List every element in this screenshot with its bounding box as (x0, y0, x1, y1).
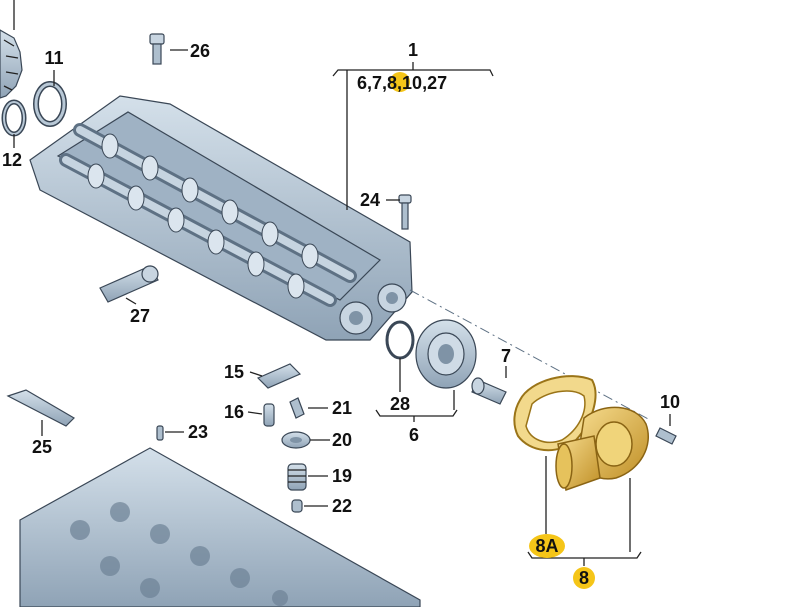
spring-retainer-20 (281, 431, 311, 449)
highlight-marker-8 (573, 567, 595, 589)
label-16[interactable]: 16 (224, 402, 244, 422)
label-7[interactable]: 7 (501, 346, 511, 366)
label-24[interactable]: 24 (360, 190, 380, 210)
valve-spring-19 (287, 463, 307, 491)
collet-21 (289, 397, 305, 419)
label-1-items: 6,7,8,10,27 (357, 73, 447, 93)
valve-seal-22 (291, 499, 303, 513)
label-11[interactable]: 11 (44, 48, 63, 68)
label-6[interactable]: 6 (409, 425, 419, 445)
seal-ring-12 (1, 99, 27, 137)
label-22[interactable]: 22 (332, 496, 352, 516)
bolt-10 (655, 427, 677, 445)
tool-25 (6, 389, 75, 427)
label-28[interactable]: 28 (390, 394, 410, 414)
o-ring-28 (385, 320, 415, 360)
seal-ring-11 (33, 81, 67, 127)
label-12[interactable]: 12 (2, 150, 22, 170)
timing-gear-partial (0, 29, 23, 99)
highlight-marker-8a (529, 534, 565, 558)
central-bolt-7 (471, 377, 507, 405)
label-25[interactable]: 25 (32, 437, 52, 457)
label-15[interactable]: 15 (224, 362, 244, 382)
label-1[interactable]: 1 (408, 40, 418, 60)
rocker-15 (256, 363, 302, 389)
label-8[interactable]: 8 (579, 568, 589, 588)
label-27[interactable]: 27 (130, 306, 150, 326)
bolt-24 (398, 194, 412, 230)
label-19[interactable]: 19 (332, 466, 352, 486)
lifter-16 (263, 403, 275, 427)
label-20[interactable]: 20 (332, 430, 352, 450)
label-8a[interactable]: 8A (535, 536, 558, 556)
sensor-27 (99, 265, 159, 303)
label-23[interactable]: 23 (188, 422, 208, 442)
label-1-items-b[interactable]: 8 (387, 73, 397, 93)
camshaft-housing (29, 95, 413, 341)
label-1-items-c: ,10,27 (397, 73, 447, 93)
label-10[interactable]: 10 (660, 392, 680, 412)
label-1-items-a: 6,7, (357, 73, 387, 93)
highlight-marker-8-in-list (390, 72, 410, 92)
leader-lines (13, 49, 671, 566)
gasket (513, 375, 597, 452)
guide-23 (156, 425, 164, 441)
label-26[interactable]: 26 (190, 41, 210, 61)
cylinder-head (19, 447, 421, 607)
camshaft-adjuster (415, 319, 477, 389)
label-21[interactable]: 21 (332, 398, 352, 418)
assembly-axis (409, 289, 651, 421)
vacuum-pump (555, 406, 649, 492)
bolt-26 (149, 33, 165, 65)
